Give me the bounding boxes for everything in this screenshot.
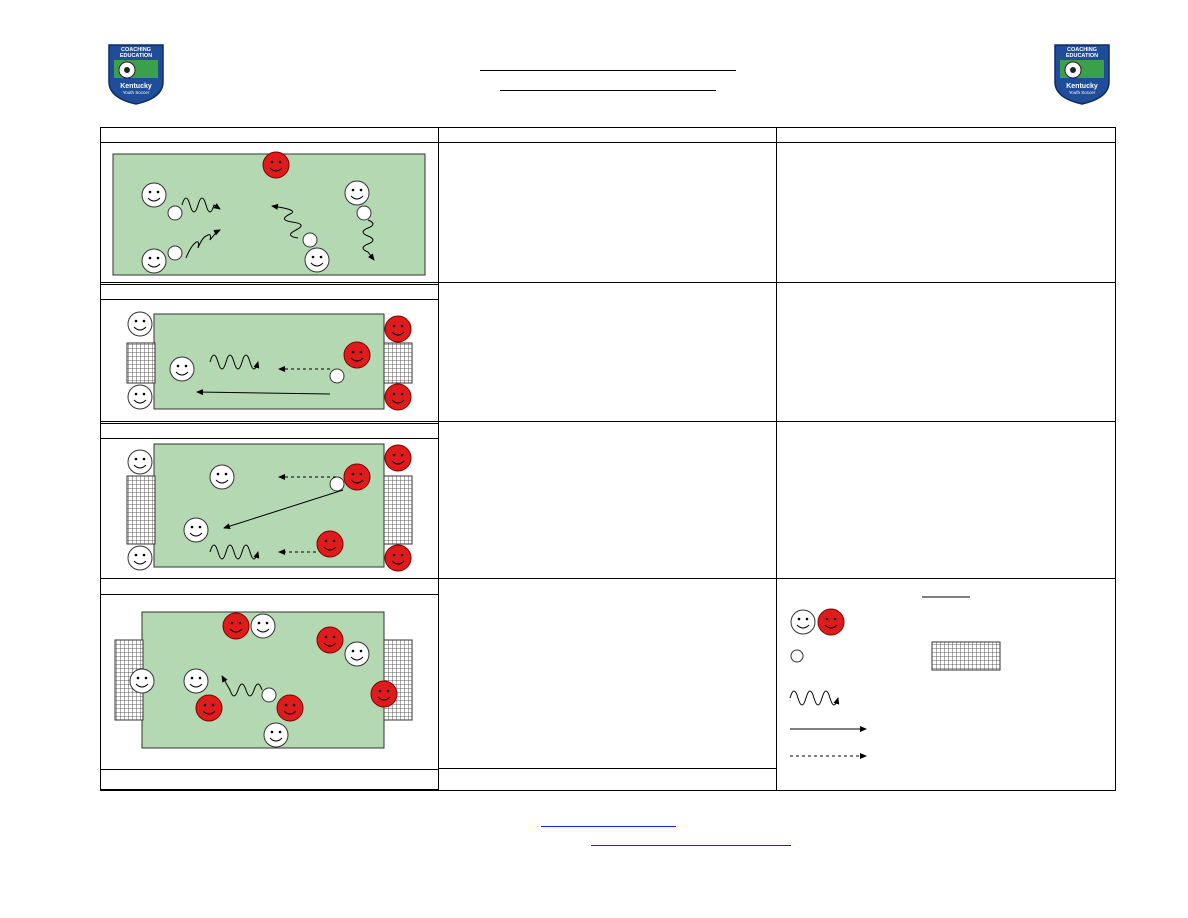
diagram-two-v-two-to-goal xyxy=(126,443,413,572)
attacker-player-icon xyxy=(141,248,167,274)
defender-player-icon xyxy=(384,444,412,472)
svg-text:Kentucky: Kentucky xyxy=(1066,83,1098,90)
attacker-player-icon xyxy=(141,182,167,208)
activity-2-description-cell xyxy=(438,282,777,422)
dribble-path xyxy=(185,229,221,259)
attacker-player-icon xyxy=(169,356,195,382)
svg-text:COACHING: COACHING xyxy=(121,47,151,53)
attacker-player-icon xyxy=(263,722,289,748)
legend-attacker-icon xyxy=(790,609,816,635)
ball-icon xyxy=(167,245,183,261)
attacker-player-icon xyxy=(344,180,370,206)
svg-text:COACHING: COACHING xyxy=(1067,47,1097,53)
defender-player-icon xyxy=(384,544,412,572)
dribble-path xyxy=(209,544,260,560)
attacker-player-icon xyxy=(127,545,153,571)
activity-1-coaching-cell xyxy=(776,142,1116,283)
diagram-dribbling-grid xyxy=(112,151,426,276)
diagram-small-sided-game xyxy=(114,611,413,749)
footer-link-underline[interactable] xyxy=(541,826,676,827)
attacker-player-icon xyxy=(129,668,155,694)
kentucky-youth-soccer-logo-left: COACHING EDUCATION Kentucky Youth Soccer xyxy=(108,44,164,105)
attacker-player-icon xyxy=(344,641,370,667)
title-underline xyxy=(480,70,736,71)
activity-3-coaching-cell xyxy=(776,421,1116,579)
defender-player-icon xyxy=(262,151,290,179)
diagram-one-v-one-to-goal xyxy=(126,311,413,411)
goal-icon xyxy=(383,475,413,545)
pass-arrow xyxy=(196,389,331,396)
defender-player-icon xyxy=(195,694,223,722)
dribble-path xyxy=(221,675,263,697)
legend xyxy=(789,596,1001,759)
attacker-player-icon xyxy=(209,464,235,490)
ball-icon xyxy=(167,205,183,221)
legend-goal-icon xyxy=(931,641,1001,671)
kentucky-youth-soccer-logo-right: COACHING EDUCATION Kentucky Youth Soccer xyxy=(1054,44,1110,105)
svg-text:Youth Soccer: Youth Soccer xyxy=(123,90,150,95)
ball-icon xyxy=(356,205,372,221)
dribble-path xyxy=(209,354,260,370)
attacker-player-icon xyxy=(183,517,209,543)
legend-dribble-icon xyxy=(789,690,840,706)
activity-4-description-cell xyxy=(438,578,777,769)
legend-ball-icon xyxy=(790,649,804,663)
attacker-player-icon xyxy=(250,613,276,639)
goal-icon xyxy=(383,639,413,721)
defender-player-icon xyxy=(343,463,371,491)
attacker-player-icon xyxy=(183,668,209,694)
defender-player-icon xyxy=(384,315,412,343)
dribble-path xyxy=(362,219,375,261)
goal-icon xyxy=(126,475,156,545)
defender-player-icon xyxy=(370,680,398,708)
activity-1-description-cell xyxy=(438,142,777,283)
svg-text:EDUCATION: EDUCATION xyxy=(120,53,152,59)
legend-defender-icon xyxy=(817,608,845,636)
defender-player-icon xyxy=(343,341,371,369)
defender-player-icon xyxy=(316,626,344,654)
ball-icon xyxy=(302,232,318,248)
activity-2-coaching-cell xyxy=(776,282,1116,422)
defender-player-icon xyxy=(276,694,304,722)
goal-icon xyxy=(383,342,413,384)
dribble-path xyxy=(271,203,302,239)
subtitle-underline xyxy=(500,90,716,91)
svg-text:Kentucky: Kentucky xyxy=(120,83,152,90)
footer-link-underline[interactable] xyxy=(591,845,791,846)
attacker-player-icon xyxy=(127,384,153,410)
defender-player-icon xyxy=(222,612,250,640)
dribble-path xyxy=(181,197,221,213)
attacker-player-icon xyxy=(127,311,153,337)
defender-player-icon xyxy=(316,530,344,558)
ball-icon xyxy=(329,368,345,384)
svg-text:Youth Soccer: Youth Soccer xyxy=(1069,90,1096,95)
ball-icon xyxy=(329,476,345,492)
ball-icon xyxy=(261,687,277,703)
goal-icon xyxy=(126,342,156,384)
svg-text:EDUCATION: EDUCATION xyxy=(1066,53,1098,59)
attacker-player-icon xyxy=(127,449,153,475)
defender-player-icon xyxy=(384,383,412,411)
pass-arrow xyxy=(223,489,344,530)
attacker-player-icon xyxy=(304,247,330,273)
